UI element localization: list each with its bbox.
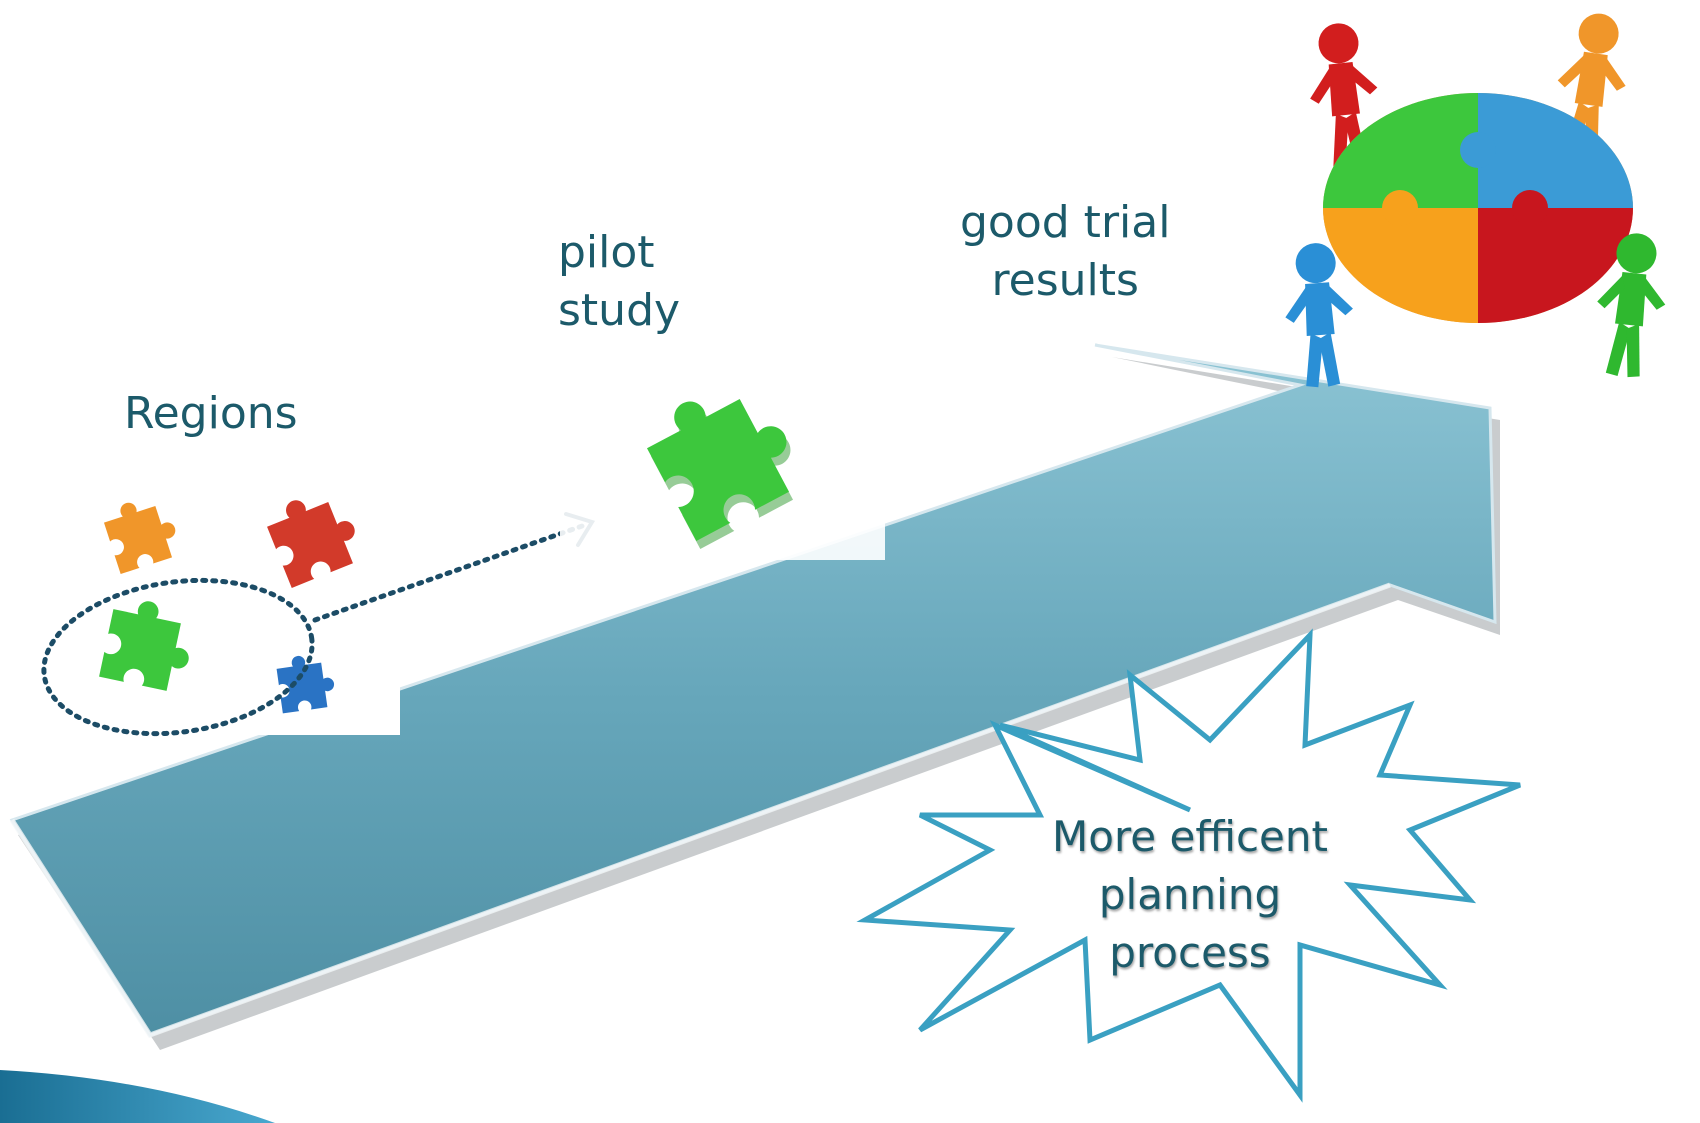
starburst-line3: process <box>1109 928 1271 977</box>
starburst-shape <box>856 628 1521 1103</box>
corner-accent <box>0 1070 275 1123</box>
puzzle-pieces-icon <box>40 483 400 735</box>
good-trial-line2: results <box>991 255 1139 306</box>
team-assembling-puzzle-icon <box>1280 9 1673 390</box>
green-puzzle-piece-icon <box>560 345 885 560</box>
starburst-line1: More efficent <box>1052 812 1328 861</box>
pilot-study-line1: pilot <box>558 227 655 278</box>
starburst-line2: planning <box>1098 870 1282 919</box>
good-trial-line1: good trial <box>960 197 1171 248</box>
pilot-study-label: pilot study <box>558 224 680 340</box>
selection-ellipse <box>41 577 315 737</box>
starburst-text: More efficent planning process <box>985 808 1395 982</box>
progress-arrow <box>9 343 1500 1050</box>
good-trial-results-label: good trial results <box>960 194 1170 310</box>
pilot-study-line2: study <box>558 285 681 336</box>
regions-label: Regions <box>124 388 298 439</box>
